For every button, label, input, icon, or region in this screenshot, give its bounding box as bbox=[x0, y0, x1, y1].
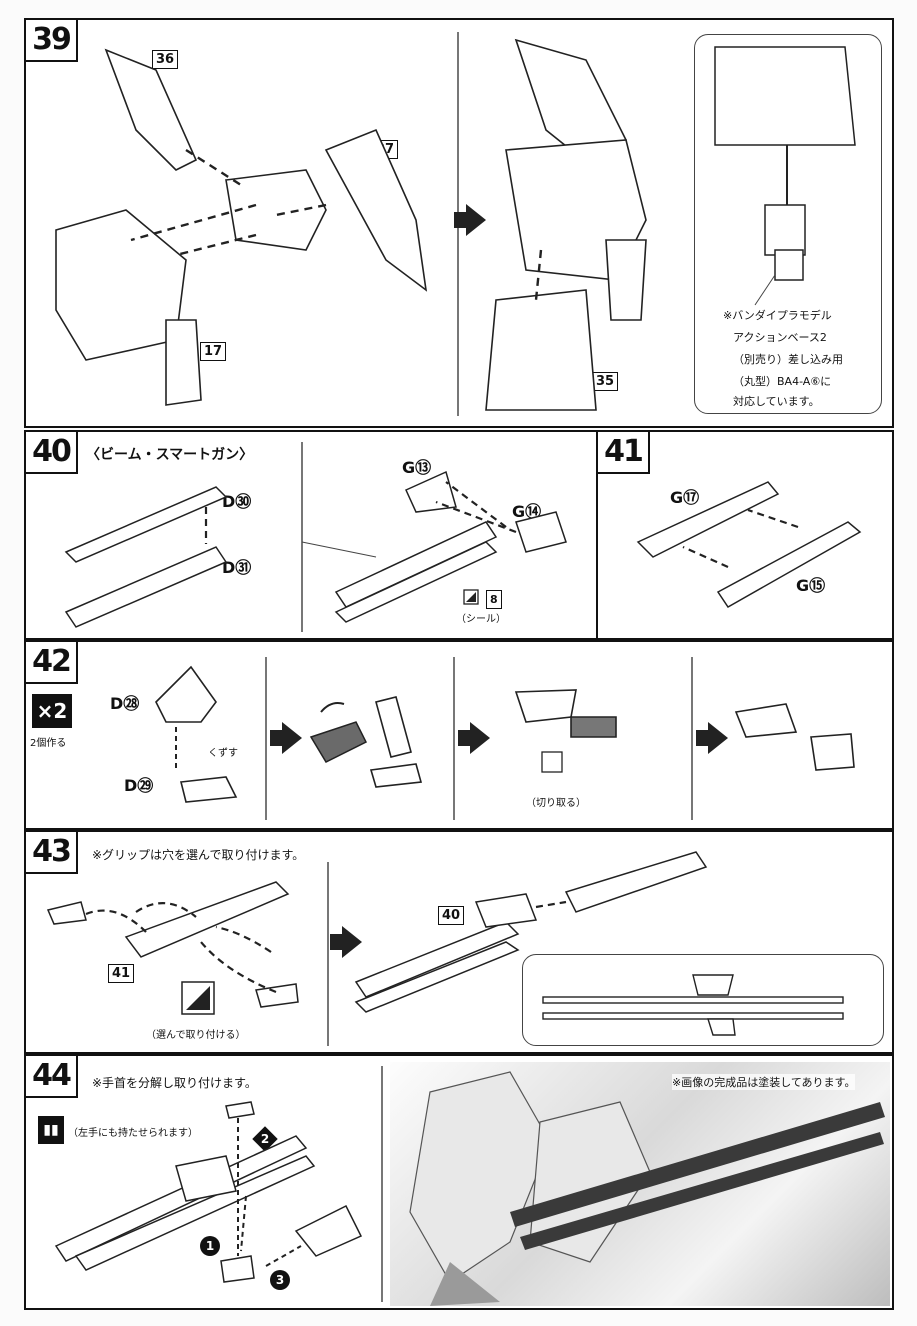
multiplier-note: 2個作る bbox=[30, 738, 67, 749]
next-arrow-icon bbox=[454, 204, 486, 236]
side-view-illustration bbox=[542, 974, 844, 1036]
choose-label: （選んで取り付ける） bbox=[146, 1030, 246, 1041]
inset-note-line: 対応しています。 bbox=[733, 395, 820, 408]
part-label: G⑬ bbox=[402, 458, 432, 477]
side-view-inset bbox=[522, 954, 884, 1046]
part-label: 17 bbox=[200, 342, 227, 361]
step-41-panel: 41 G⑰ G⑮ bbox=[596, 430, 894, 640]
action-base-illustration bbox=[714, 46, 856, 306]
part-label: D㉙ bbox=[124, 776, 154, 795]
next-arrow-icon bbox=[696, 722, 728, 754]
step-note: ※手首を分解し取り付けます。 bbox=[92, 1076, 257, 1090]
action-label: くずす bbox=[208, 748, 238, 759]
step-44-panel: 44 ※手首を分解し取り付けます。 ▮▮ （左手にも持たせられます） 2 1 3 bbox=[24, 1054, 894, 1310]
step-39-panel: 39 36 37 17 35 bbox=[24, 18, 894, 428]
cut-label: （切り取る） bbox=[526, 798, 586, 809]
step-number: 44 bbox=[26, 1056, 78, 1098]
grip-assembly-illustration bbox=[155, 657, 855, 820]
part-label: D㉘ bbox=[110, 694, 140, 713]
part-label: 40 bbox=[438, 906, 465, 925]
photo-note: ※画像の完成品は塗装してあります。 bbox=[672, 1074, 856, 1090]
sticker-number: 8 bbox=[486, 590, 502, 609]
step-number: 39 bbox=[26, 20, 78, 62]
step-title: 〈ビーム・スマートガン〉 bbox=[86, 447, 254, 463]
part-label: 36 bbox=[152, 50, 179, 69]
step-number: 43 bbox=[26, 832, 78, 874]
order-badge-3: 3 bbox=[270, 1270, 290, 1290]
next-arrow-icon bbox=[330, 926, 362, 958]
step-number: 40 bbox=[26, 432, 78, 474]
beam-smart-gun-illustration bbox=[64, 442, 567, 632]
hand-attach-illustration bbox=[54, 1066, 383, 1302]
step-40-panel: 40 〈ビーム・スマートガン〉 D㉚ D㉛ G⑬ G⑭ 8 （シール） bbox=[24, 430, 598, 640]
inset-note-line: （別売り）差し込み用 bbox=[733, 353, 843, 366]
part-label: G⑮ bbox=[796, 576, 826, 595]
part-label: 35 bbox=[592, 372, 619, 391]
inset-note-line: （丸型）BA4-A⑥に bbox=[733, 375, 832, 388]
part-label: D㉛ bbox=[222, 558, 252, 577]
next-arrow-icon bbox=[458, 722, 490, 754]
step-number: 41 bbox=[598, 432, 650, 474]
inset-note-line: ※バンダイプラモデル bbox=[723, 309, 832, 322]
model-photo-silhouette bbox=[409, 1071, 885, 1306]
action-base-inset: ※バンダイプラモデル アクションベース2 （別売り）差し込み用 （丸型）BA4-… bbox=[694, 34, 882, 414]
next-arrow-icon bbox=[270, 722, 302, 754]
order-badge-1: 1 bbox=[200, 1236, 220, 1256]
sticker-label: （シール） bbox=[456, 614, 506, 625]
gun-body-illustration bbox=[636, 481, 862, 608]
part-label: G⑭ bbox=[512, 502, 542, 521]
step-43-panel: 43 ※グリップは穴を選んで取り付けます。 41 40 （選んで取り付ける） bbox=[24, 830, 894, 1054]
part-label: D㉚ bbox=[222, 492, 252, 511]
left-hand-icon: ▮▮ bbox=[38, 1116, 64, 1144]
completed-model-photo: ※画像の完成品は塗装してあります。 bbox=[390, 1062, 890, 1306]
inset-note-line: アクションベース2 bbox=[733, 331, 827, 344]
multiplier-badge: ×2 bbox=[32, 694, 72, 728]
part-label: 41 bbox=[108, 964, 135, 983]
part-label: G⑰ bbox=[670, 488, 700, 507]
step-note: ※グリップは穴を選んで取り付けます。 bbox=[92, 848, 305, 862]
assembly-illustration bbox=[55, 32, 647, 416]
step-42-panel: 42 ×2 2個作る D㉘ D㉙ くずす （切り取る） bbox=[24, 640, 894, 830]
left-hand-note: （左手にも持たせられます） bbox=[68, 1128, 198, 1139]
step-number: 42 bbox=[26, 642, 78, 684]
grip-attach-illustration bbox=[46, 851, 708, 1046]
